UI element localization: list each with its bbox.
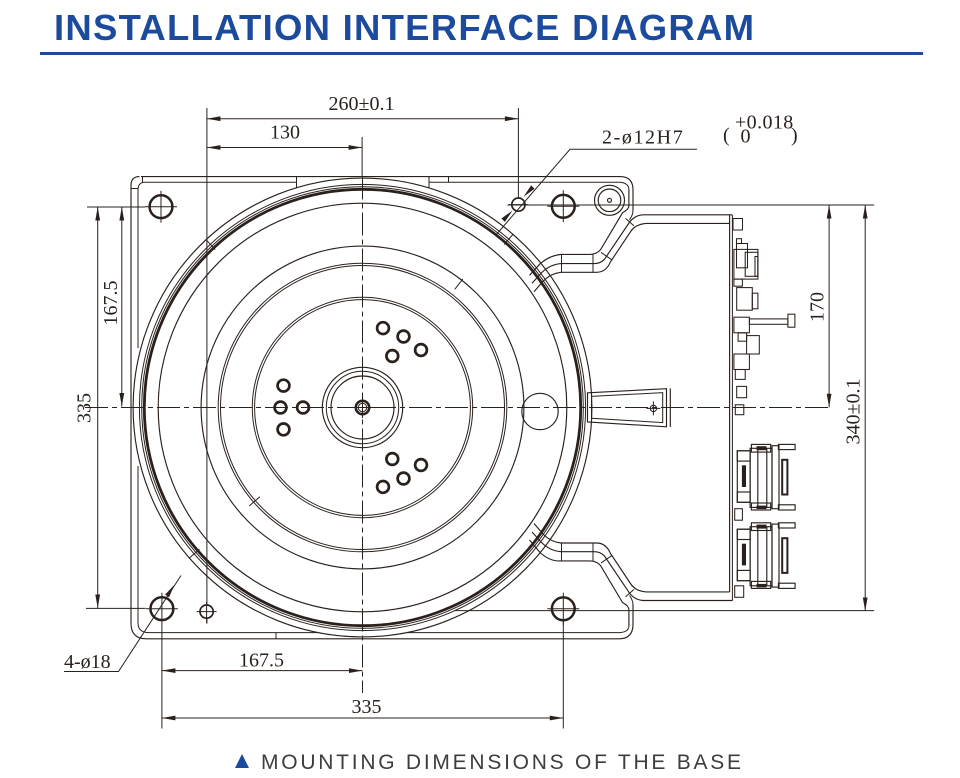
svg-text:167.5: 167.5 [239,650,284,672]
svg-text:+0.018: +0.018 [735,112,794,134]
svg-text:340±0.1: 340±0.1 [843,379,865,445]
svg-text:2-ø12H7: 2-ø12H7 [602,127,684,149]
svg-text:335: 335 [352,696,382,718]
svg-text:170: 170 [807,292,829,322]
svg-text:260±0.1: 260±0.1 [329,93,395,115]
svg-text:130: 130 [270,122,300,144]
svg-text:(: ( [723,125,730,147]
svg-text:0: 0 [741,126,751,148]
svg-text:167.5: 167.5 [100,281,122,326]
svg-text:335: 335 [74,393,96,423]
svg-text:): ) [791,125,798,147]
svg-text:4-ø18: 4-ø18 [64,651,111,673]
